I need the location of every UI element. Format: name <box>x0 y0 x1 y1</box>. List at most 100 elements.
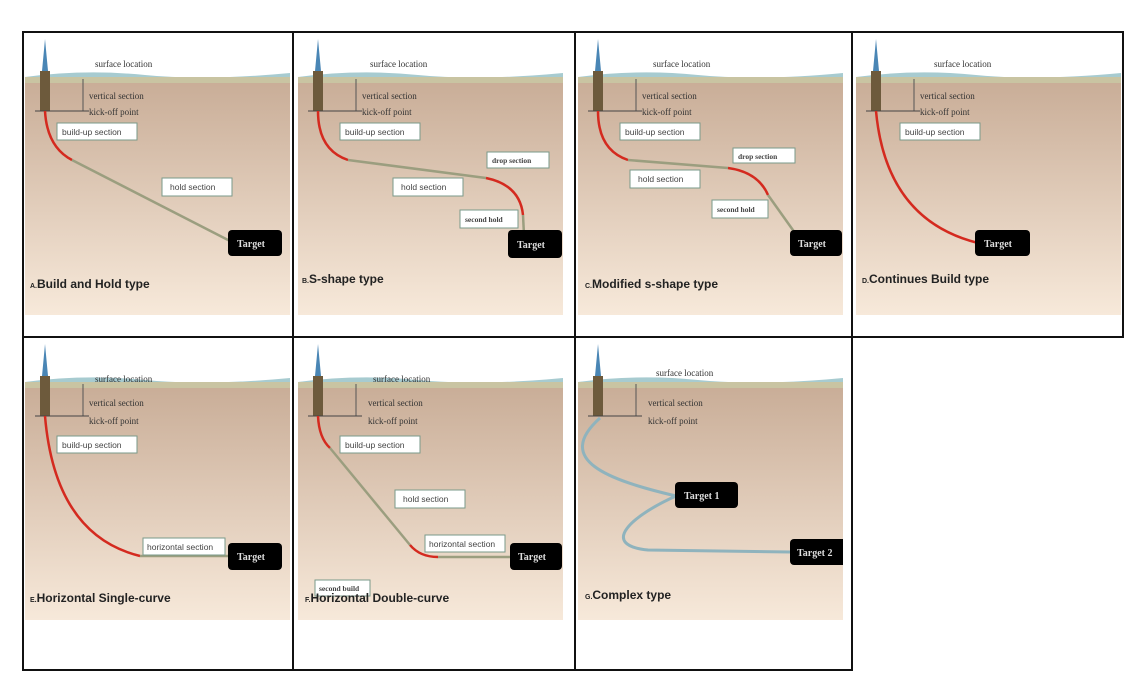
second-hold-label: second hold <box>459 209 519 229</box>
vertical-section-label: vertical section <box>89 91 144 101</box>
kick-off-point-label: kick-off point <box>89 416 139 426</box>
drop-section-label: drop section <box>486 151 550 169</box>
panel-build-and-hold: surface location vertical section kick-o… <box>25 35 290 315</box>
target-box: Target <box>975 230 1030 256</box>
drop-section-label: drop section <box>732 147 796 164</box>
grid-line <box>22 31 1124 33</box>
surface-location-label: surface location <box>95 59 153 69</box>
grid-line <box>292 31 294 671</box>
svg-text:Target: Target <box>237 239 266 250</box>
panel-horizontal-single-curve: surface location vertical section kick-o… <box>25 340 290 620</box>
vertical-section-label: vertical section <box>648 398 703 408</box>
svg-text:Target: Target <box>237 552 266 563</box>
svg-text:Target: Target <box>984 239 1013 250</box>
hold-section-label: hold section <box>629 169 701 189</box>
hold-section-label: hold section <box>392 177 464 197</box>
surface-location-label: surface location <box>934 59 992 69</box>
svg-text:Target: Target <box>518 552 547 563</box>
vertical-section-label: vertical section <box>89 398 144 408</box>
kick-off-point-label: kick-off point <box>648 416 698 426</box>
build-up-curve <box>596 110 629 162</box>
grid-line <box>22 336 1124 338</box>
panel-complex: surface location vertical section kick-o… <box>578 340 843 620</box>
vertical-section-label: vertical section <box>920 91 975 101</box>
svg-text:horizontal section: horizontal section <box>429 539 495 549</box>
kick-off-point-label: kick-off point <box>920 107 970 117</box>
svg-text:Target 1: Target 1 <box>684 491 719 502</box>
hold-line <box>627 158 729 170</box>
surface-rig-illustration <box>25 340 290 620</box>
svg-text:hold section: hold section <box>403 494 449 504</box>
surface-rig-illustration <box>578 35 843 315</box>
horizontal-section-label: horizontal section <box>142 537 226 556</box>
hold-section-label: hold section <box>161 177 233 197</box>
hold-line <box>71 158 231 243</box>
caption: C.Modified s-shape type <box>585 277 718 291</box>
hold-section-label: hold section <box>394 489 466 509</box>
build-up-label: build-up section <box>619 122 701 141</box>
caption: D.Continues Build type <box>862 272 989 286</box>
caption: F.Horizontal Double-curve <box>305 591 449 605</box>
svg-text:drop section: drop section <box>492 156 532 165</box>
grid-line <box>1122 31 1124 337</box>
target-1-box: Target 1 <box>675 482 738 508</box>
svg-text:drop section: drop section <box>738 152 778 161</box>
surface-rig-illustration <box>298 340 563 620</box>
build-up-curve <box>43 415 141 558</box>
caption: A.Build and Hold type <box>30 277 150 291</box>
build-up-label: build-up section <box>56 122 138 141</box>
svg-text:second build: second build <box>319 584 360 593</box>
continuous-build-curve <box>874 110 979 245</box>
target-box: Target <box>228 543 282 570</box>
hold-line <box>329 447 411 546</box>
caption: E.Horizontal Single-curve <box>30 591 171 605</box>
build-up-curve <box>316 110 349 162</box>
kick-off-point-label: kick-off point <box>368 416 418 426</box>
svg-text:build-up section: build-up section <box>345 127 405 137</box>
hold-line <box>347 158 487 180</box>
second-build-curve <box>409 544 439 559</box>
svg-text:Target: Target <box>517 240 546 251</box>
grid-line <box>574 31 576 671</box>
target-box: Target <box>790 230 842 256</box>
grid-line <box>851 31 853 671</box>
second-hold-label: second hold <box>711 199 769 219</box>
grid-line <box>22 669 852 671</box>
build-up-label: build-up section <box>339 122 421 141</box>
build-up-curve <box>43 110 73 162</box>
build-up-label: build-up section <box>56 435 138 454</box>
second-build-label: second build <box>314 579 371 597</box>
surface-location-label: surface location <box>95 374 153 384</box>
horizontal-section-label: horizontal section <box>424 534 506 553</box>
kick-off-point-label: kick-off point <box>89 107 139 117</box>
svg-text:Target: Target <box>798 239 827 250</box>
panel-s-shape: surface location vertical section kick-o… <box>298 35 563 315</box>
svg-text:hold section: hold section <box>401 182 447 192</box>
svg-text:build-up section: build-up section <box>62 440 122 450</box>
vertical-section-label: vertical section <box>362 91 417 101</box>
svg-text:build-up section: build-up section <box>345 440 405 450</box>
kick-off-point-label: kick-off point <box>362 107 412 117</box>
drop-curve <box>727 166 770 196</box>
vertical-section-label: vertical section <box>642 91 697 101</box>
svg-text:second hold: second hold <box>717 205 756 214</box>
surface-location-label: surface location <box>653 59 711 69</box>
vertical-section-label: vertical section <box>368 398 423 408</box>
svg-text:build-up section: build-up section <box>625 127 685 137</box>
kick-off-point-label: kick-off point <box>642 107 692 117</box>
svg-text:hold section: hold section <box>170 182 216 192</box>
svg-text:build-up section: build-up section <box>62 127 122 137</box>
build-up-curve <box>316 415 331 449</box>
surface-rig-illustration <box>25 35 290 315</box>
panel-modified-s-shape: surface location vertical section kick-o… <box>578 35 843 315</box>
target-box: Target <box>228 230 282 256</box>
svg-text:hold section: hold section <box>638 174 684 184</box>
surface-location-label: surface location <box>370 59 428 69</box>
caption: B.S-shape type <box>302 272 384 286</box>
grid-line <box>22 31 24 671</box>
surface-location-label: surface location <box>373 374 431 384</box>
svg-text:Target 2: Target 2 <box>797 548 832 559</box>
drop-curve <box>485 176 525 216</box>
target-box: Target <box>510 543 562 570</box>
build-up-label: build-up section <box>339 435 421 454</box>
